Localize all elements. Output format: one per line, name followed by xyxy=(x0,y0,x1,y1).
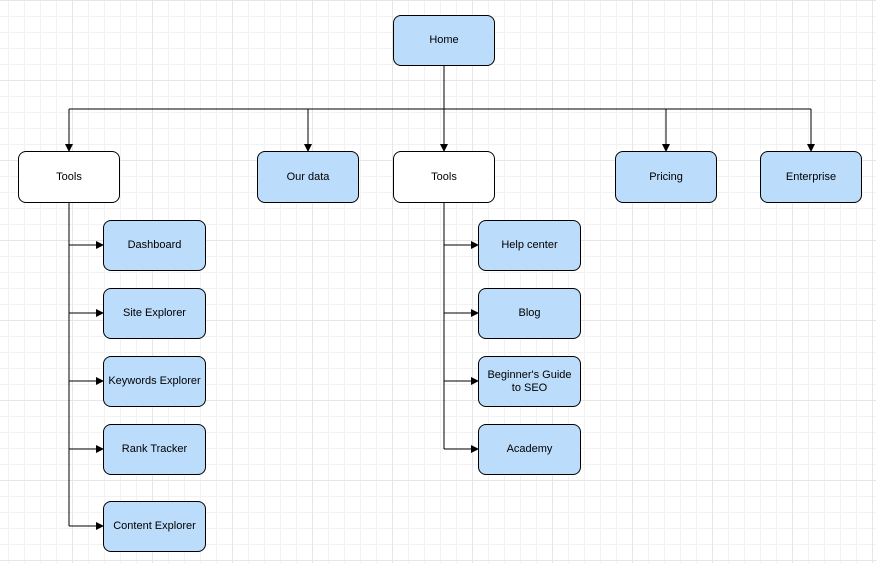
node-dashboard[interactable]: Dashboard xyxy=(103,220,206,271)
node-pricing[interactable]: Pricing xyxy=(615,151,717,203)
node-help-center[interactable]: Help center xyxy=(478,220,581,271)
node-home[interactable]: Home xyxy=(393,15,495,66)
node-blog[interactable]: Blog xyxy=(478,288,581,339)
node-content-explorer[interactable]: Content Explorer xyxy=(103,501,206,552)
node-our-data[interactable]: Our data xyxy=(257,151,359,203)
node-keywords-explorer[interactable]: Keywords Explorer xyxy=(103,356,206,407)
node-tools-left[interactable]: Tools xyxy=(18,151,120,203)
node-rank-tracker[interactable]: Rank Tracker xyxy=(103,424,206,475)
node-academy[interactable]: Academy xyxy=(478,424,581,475)
node-tools-right[interactable]: Tools xyxy=(393,151,495,203)
node-beginners-guide-to-seo[interactable]: Beginner's Guide to SEO xyxy=(478,356,581,407)
node-enterprise[interactable]: Enterprise xyxy=(760,151,862,203)
node-site-explorer[interactable]: Site Explorer xyxy=(103,288,206,339)
